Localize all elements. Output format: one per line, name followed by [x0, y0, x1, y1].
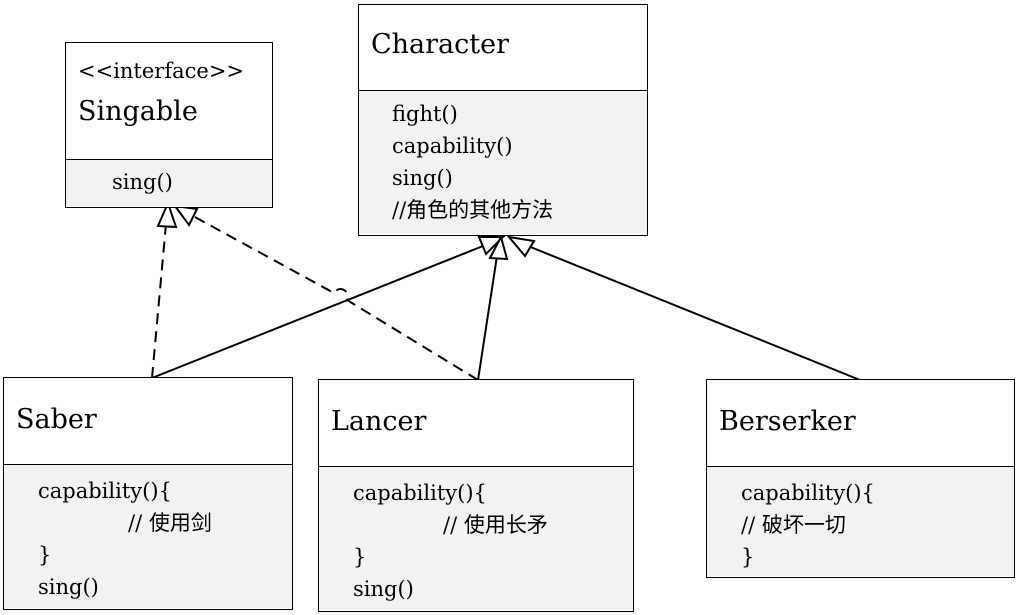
operation: //角色的其他方法: [392, 198, 554, 222]
character-header: Character: [359, 5, 647, 91]
lancer-header: Lancer: [319, 380, 633, 467]
code-line: sing(): [353, 577, 414, 601]
code-line: capability(){: [38, 479, 172, 503]
singable-interface-box: <<interface>> Singable sing(): [65, 42, 273, 208]
operation: capability(): [392, 134, 513, 158]
code-line: capability(){: [353, 481, 487, 505]
berserker-operations: capability(){ // 破坏一切 }: [707, 467, 1014, 576]
operation: fight(): [392, 102, 458, 126]
character-name: Character: [371, 29, 510, 60]
lancer-class-box: Lancer capability(){ // 使用长矛 } sing(): [318, 379, 634, 612]
code-comment: // 使用剑: [128, 511, 212, 535]
generalization-arrowhead-berserker: [506, 235, 536, 258]
code-line: }: [741, 545, 755, 569]
operation: sing(): [112, 170, 173, 194]
saber-header: Saber: [4, 378, 292, 465]
character-operations: fight() capability() sing() //角色的其他方法: [359, 91, 647, 234]
berserker-class-box: Berserker capability(){ // 破坏一切 }: [706, 379, 1015, 578]
berserker-header: Berserker: [707, 380, 1014, 467]
code-line: }: [353, 545, 367, 569]
generalization-arrowhead-lancer: [488, 234, 509, 261]
lancer-operations: capability(){ // 使用长矛 } sing(): [319, 467, 633, 610]
singable-name: Singable: [78, 96, 198, 127]
lancer-extends-character: [477, 255, 498, 381]
berserker-name: Berserker: [719, 406, 856, 437]
character-class-box: Character fight() capability() sing() //…: [358, 4, 648, 236]
code-line: capability(){: [741, 481, 875, 505]
saber-operations: capability(){ // 使用剑 } sing(): [4, 465, 292, 608]
operation: sing(): [392, 166, 453, 190]
realization-arrowhead-saber: [156, 200, 178, 229]
saber-name: Saber: [16, 404, 97, 435]
realization-arrowhead-lancer: [172, 204, 199, 227]
lancer-name: Lancer: [331, 406, 427, 437]
berserker-extends-character: [527, 245, 861, 381]
singable-header: <<interface>> Singable: [66, 43, 272, 160]
lancer-realizes-singable: [192, 215, 479, 381]
generalization-arrowhead-saber: [477, 236, 506, 256]
saber-extends-character: [151, 245, 484, 379]
code-comment: // 破坏一切: [741, 513, 846, 537]
code-line: sing(): [38, 575, 99, 599]
stereotype-label: <<interface>>: [78, 59, 245, 83]
code-line: }: [38, 543, 52, 567]
saber-realizes-singable: [151, 223, 167, 379]
singable-operations: sing(): [66, 160, 272, 206]
saber-class-box: Saber capability(){ // 使用剑 } sing(): [3, 377, 293, 610]
code-comment: // 使用长矛: [443, 513, 548, 537]
